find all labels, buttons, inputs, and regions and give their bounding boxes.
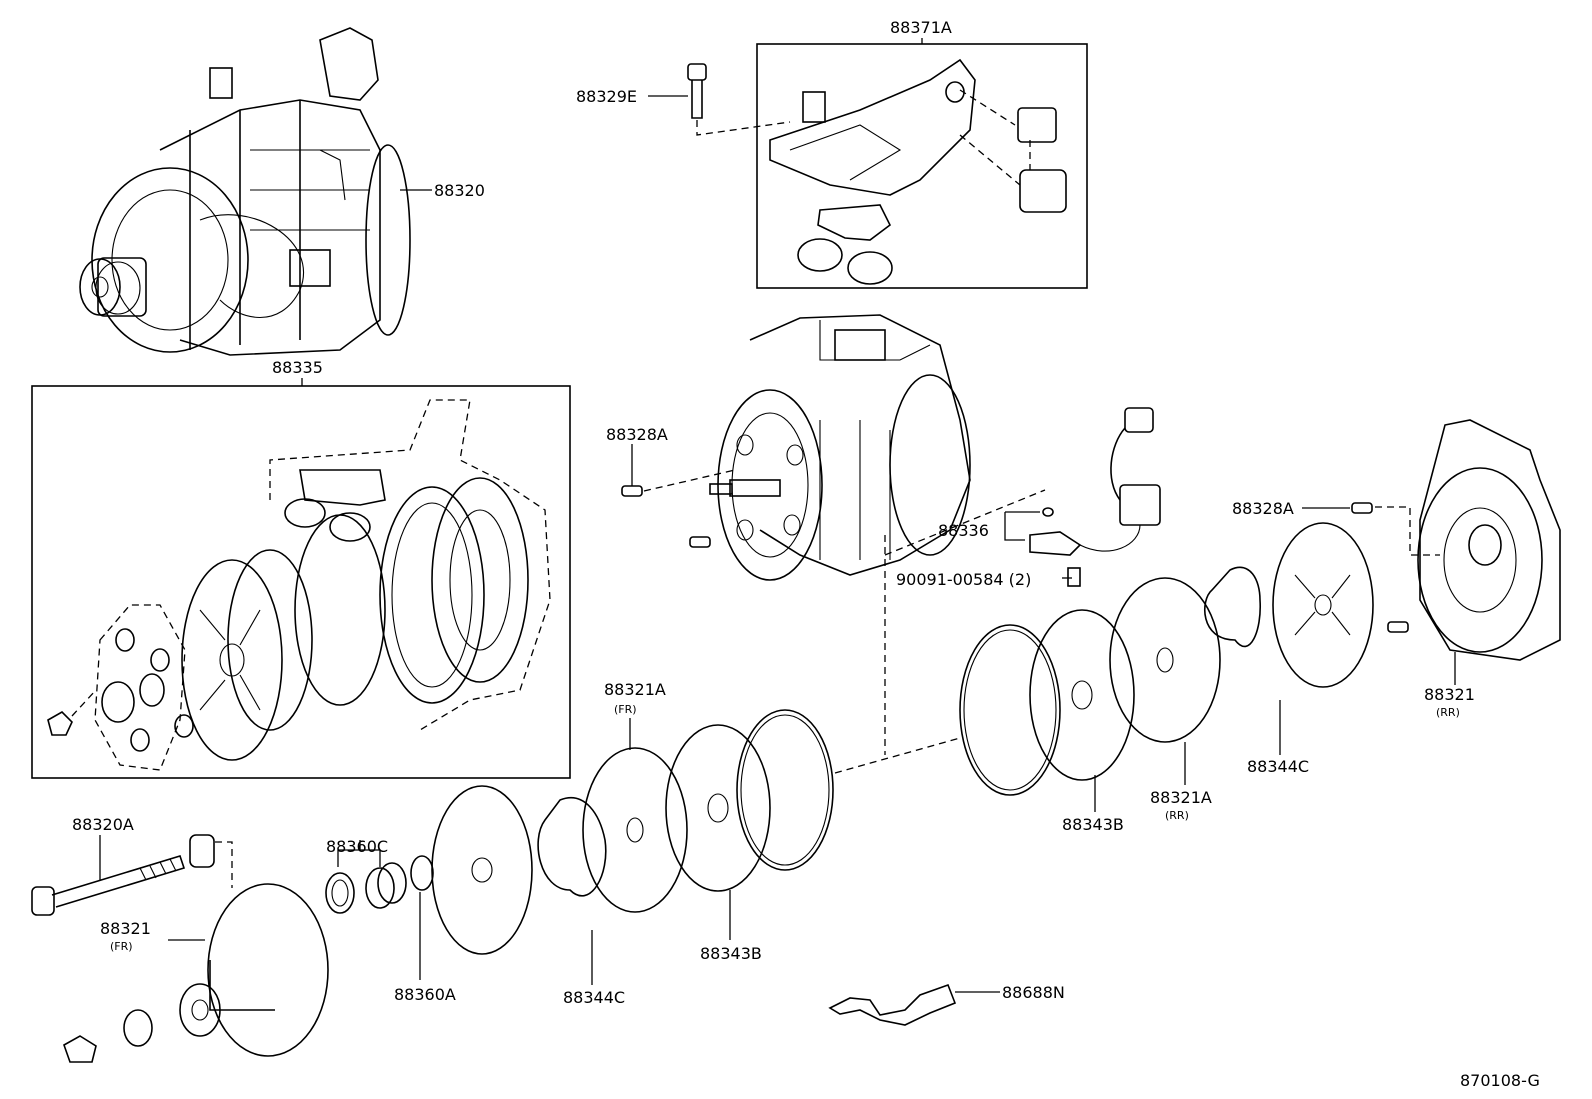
group-box-88371A [756,43,1088,289]
gasket-kit-88335 [47,399,551,771]
front-plates [431,709,961,955]
seal-parts-88360 [325,855,434,914]
compressor-assembly-88320 [79,27,411,356]
figure-id: 870108-G [1460,1071,1540,1090]
label-88321A-rr: 88321A [1150,788,1212,807]
label-88321A-fr: 88321A [604,680,666,699]
label-88343B-right: 88343B [1062,815,1124,834]
valve-housing-88371A [769,58,1067,285]
label-88321-fr: 88321 [100,919,151,938]
sensor-88336 [1029,407,1161,587]
label-88320A: 88320A [72,815,134,834]
bracket-88688N [828,983,957,1026]
compressor-housing [709,314,1046,755]
bolt-88329E [687,63,791,136]
label-88335: 88335 [272,358,323,377]
right-plates [959,522,1374,796]
through-bolt-88320A [31,834,233,916]
label-88360C: 88360C [326,837,388,856]
label-90091-00584: 90091-00584 (2) [896,570,1031,589]
label-88328A-left: 88328A [606,425,668,444]
label-88321A-fr-sub: (FR) [614,703,637,716]
label-88321-rr: 88321 [1424,685,1475,704]
label-88328A-right: 88328A [1232,499,1294,518]
label-88688N: 88688N [1002,983,1065,1002]
label-88343B-left: 88343B [700,944,762,963]
label-88336: 88336 [938,521,989,540]
label-88320: 88320 [434,181,485,200]
label-88371A: 88371A [890,18,952,37]
label-88321A-rr-sub: (RR) [1165,809,1189,822]
label-88321-rr-sub: (RR) [1436,706,1460,719]
label-88321-fr-sub: (FR) [110,940,133,953]
label-88360A: 88360A [394,985,456,1004]
group-box-88335 [31,385,571,779]
front-head-88321-fr [63,883,329,1063]
rear-head-88321-rr [1351,419,1561,661]
label-88344C-right: 88344C [1247,757,1309,776]
leader-88360C [337,849,381,867]
label-88329E: 88329E [576,87,637,106]
label-88344C-left: 88344C [563,988,625,1007]
